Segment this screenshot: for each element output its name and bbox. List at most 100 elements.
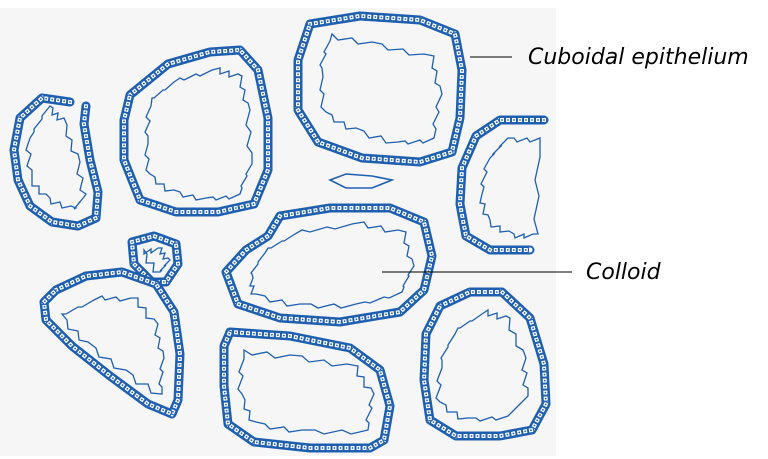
cell-nucleus: [355, 155, 357, 157]
cell-nucleus: [13, 149, 15, 151]
cell-nucleus: [336, 345, 338, 347]
cell-nucleus: [310, 130, 312, 132]
cell-nucleus: [19, 184, 21, 186]
cell-nucleus: [177, 394, 179, 396]
cell-nucleus: [385, 431, 387, 433]
cell-nucleus: [428, 328, 430, 330]
cell-nucleus: [543, 119, 545, 121]
cell-nucleus: [148, 79, 150, 81]
cell-nucleus: [472, 291, 474, 293]
cell-nucleus: [478, 291, 480, 293]
cell-nucleus: [477, 435, 479, 437]
cell-nucleus: [333, 19, 335, 21]
cell-nucleus: [241, 52, 243, 54]
cell-nucleus: [404, 18, 406, 20]
cell-nucleus: [84, 355, 86, 357]
cell-nucleus: [461, 215, 463, 217]
cell-nucleus: [420, 220, 422, 222]
cell-nucleus: [519, 249, 521, 251]
cell-nucleus: [17, 131, 19, 133]
cell-nucleus: [241, 332, 243, 334]
cell-nucleus: [84, 111, 86, 113]
cell-nucleus: [52, 292, 54, 294]
cell-nucleus: [171, 242, 173, 244]
cell-nucleus: [44, 306, 46, 308]
cell-nucleus: [49, 220, 51, 222]
cell-nucleus: [295, 336, 297, 338]
cell-nucleus: [484, 246, 486, 248]
cell-nucleus: [461, 76, 463, 78]
cell-nucleus: [429, 247, 431, 249]
cell-nucleus: [19, 119, 21, 121]
cell-nucleus: [60, 223, 62, 225]
cell-nucleus: [112, 272, 114, 274]
cell-nucleus: [267, 134, 269, 136]
cell-nucleus: [304, 120, 306, 122]
cell-nucleus: [201, 54, 203, 56]
cell-nucleus: [423, 288, 425, 290]
cell-nucleus: [433, 318, 435, 320]
cell-nucleus: [398, 18, 400, 20]
cell-nucleus: [226, 338, 228, 340]
cell-nucleus: [129, 274, 131, 276]
cell-nucleus: [428, 411, 430, 413]
cell-nucleus: [315, 209, 317, 211]
cell-nucleus: [519, 308, 521, 310]
cell-nucleus: [171, 273, 173, 275]
cell-nucleus: [267, 170, 269, 172]
cell-nucleus: [490, 291, 492, 293]
cell-nucleus: [392, 17, 394, 19]
cell-nucleus: [238, 257, 240, 259]
cell-nucleus: [146, 402, 148, 404]
cell-nucleus: [233, 293, 235, 295]
cell-nucleus: [313, 340, 315, 342]
cell-nucleus: [455, 298, 457, 300]
cell-nucleus: [416, 19, 418, 21]
cell-nucleus: [531, 119, 533, 121]
cell-nucleus: [531, 322, 533, 324]
cell-nucleus: [403, 213, 405, 215]
cell-nucleus: [422, 20, 424, 22]
cell-nucleus: [296, 318, 298, 320]
cell-nucleus: [379, 314, 381, 316]
cell-nucleus: [231, 426, 233, 428]
cell-nucleus: [538, 345, 540, 347]
cell-nucleus: [249, 60, 251, 62]
cell-nucleus: [544, 386, 546, 388]
cell-nucleus: [460, 100, 462, 102]
cell-nucleus: [267, 122, 269, 124]
cell-nucleus: [495, 249, 497, 251]
cell-nucleus: [83, 123, 85, 125]
cell-nucleus: [314, 319, 316, 321]
cell-nucleus: [370, 447, 372, 449]
cell-nucleus: [489, 249, 491, 251]
cell-nucleus: [162, 68, 164, 70]
cell-nucleus: [330, 343, 332, 345]
cell-nucleus: [481, 131, 483, 133]
cell-nucleus: [450, 31, 452, 33]
cell-nucleus: [123, 145, 125, 147]
cell-nucleus: [257, 69, 259, 71]
cell-nucleus: [231, 287, 233, 289]
cell-nucleus: [486, 128, 488, 130]
cell-nucleus: [462, 221, 464, 223]
cell-nucleus: [223, 386, 225, 388]
cell-nucleus: [162, 409, 164, 411]
cell-nucleus: [100, 274, 102, 276]
cell-nucleus: [246, 436, 248, 438]
cell-nucleus: [465, 435, 467, 437]
cell-nucleus: [327, 208, 329, 210]
cell-nucleus: [495, 435, 497, 437]
cell-nucleus: [297, 109, 299, 111]
cell-nucleus: [344, 320, 346, 322]
cell-nucleus: [387, 396, 389, 398]
cell-nucleus: [225, 404, 227, 406]
cell-nucleus: [479, 243, 481, 245]
cell-nucleus: [97, 194, 99, 196]
cell-nucleus: [134, 90, 136, 92]
cell-nucleus: [226, 416, 228, 418]
cell-nucleus: [178, 376, 180, 378]
cell-nucleus: [267, 152, 269, 154]
cell-nucleus: [160, 238, 162, 240]
cell-nucleus: [358, 447, 360, 449]
